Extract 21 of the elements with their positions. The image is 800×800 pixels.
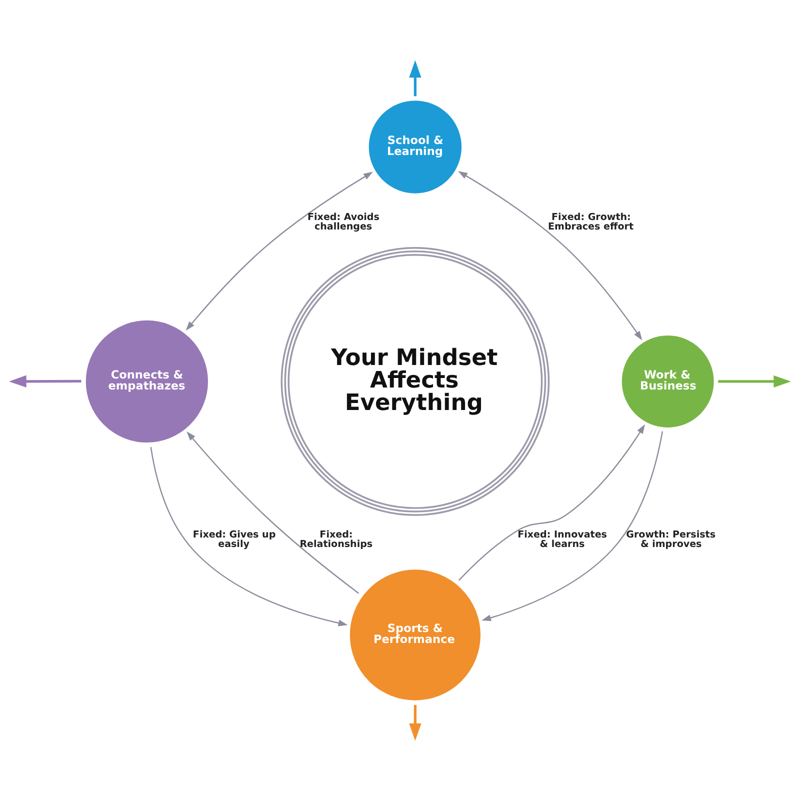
arrow bbox=[458, 170, 642, 340]
node-circle: Your Mindset Affects Everything bbox=[280, 246, 550, 516]
edge-label: Fixed: Gives up easily bbox=[192, 528, 276, 550]
arrow bbox=[186, 430, 360, 594]
arrow bbox=[150, 446, 348, 626]
arrow bbox=[409, 60, 422, 96]
node-circle: Connects & empathazes bbox=[84, 318, 210, 444]
node-circle: Sports & Performance bbox=[348, 567, 482, 702]
arrow bbox=[718, 374, 792, 388]
edge-label: Fixed: Relationships bbox=[300, 528, 373, 550]
arrow bbox=[409, 704, 422, 740]
node-circle: School & Learning bbox=[367, 98, 464, 195]
edge-label: Fixed: Innovates & learns bbox=[518, 528, 607, 550]
node-circle: Work & Business bbox=[620, 333, 716, 429]
arrow bbox=[482, 430, 664, 621]
arrow bbox=[8, 374, 82, 387]
edge-label: Fixed: Avoids challenges bbox=[308, 212, 380, 232]
arrow bbox=[186, 171, 373, 330]
arrow bbox=[458, 424, 645, 580]
edge-label: Fixed: Growth: Embraces effort bbox=[548, 212, 634, 232]
edge-label: Growth: Persists & improves bbox=[626, 528, 716, 550]
